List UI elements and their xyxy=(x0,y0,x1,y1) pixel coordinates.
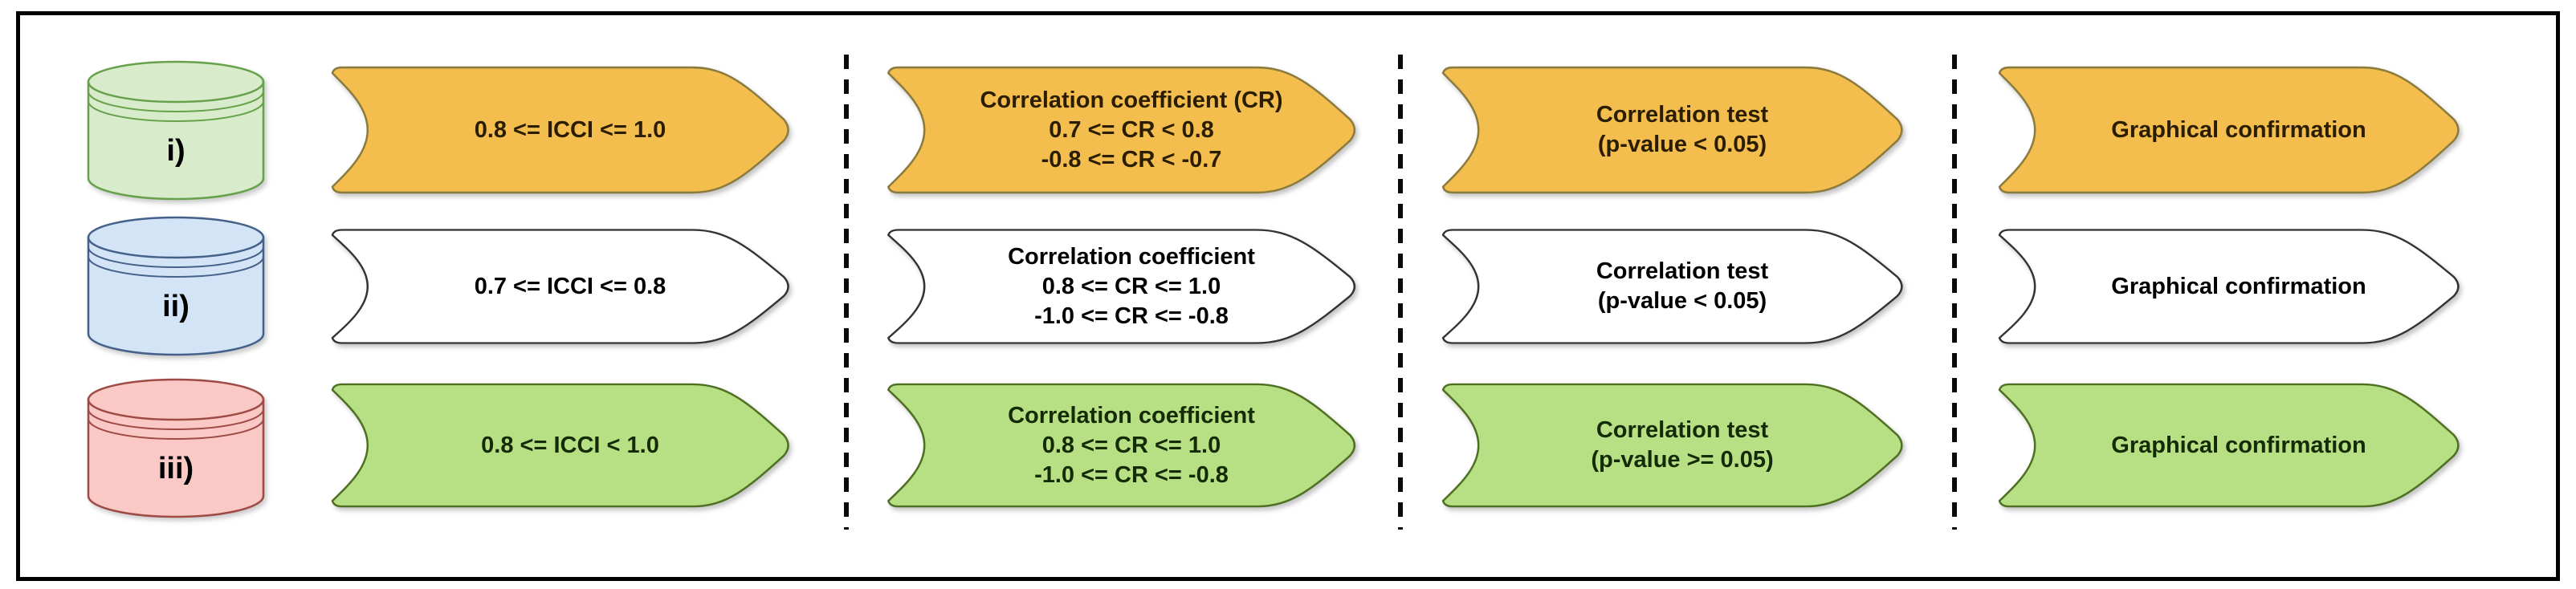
step-label-line: -1.0 <= CR <= -0.8 xyxy=(1034,461,1229,488)
chevron-arrow-shape xyxy=(887,383,1356,508)
database-cylinder-i: i) xyxy=(84,58,268,202)
step-label-line: -1.0 <= CR <= -0.8 xyxy=(1034,303,1229,329)
flow-step-correlation-test-ii: Correlation test (p-value < 0.05) xyxy=(1429,225,1928,347)
chevron-arrow-shape xyxy=(331,383,789,508)
step-label: Correlation coefficient 0.8 <= CR <= 1.0… xyxy=(922,380,1341,511)
chevron-arrow-shape xyxy=(331,229,789,344)
step-label-line: Correlation test xyxy=(1596,258,1769,284)
db-label: ii) xyxy=(162,290,190,324)
step-label-line: Correlation coefficient xyxy=(1008,402,1255,429)
step-label: 0.8 <= ICCI <= 1.0 xyxy=(366,63,774,197)
step-label-line: 0.8 <= CR <= 1.0 xyxy=(1041,432,1221,458)
step-label-line: Graphical confirmation xyxy=(2111,432,2366,458)
step-label-line: Correlation coefficient xyxy=(1008,243,1255,270)
db-label: i) xyxy=(166,134,185,169)
chevron-arrow-shape xyxy=(1441,383,1903,508)
step-label-line: (p-value >= 0.05) xyxy=(1591,447,1774,473)
step-label: Graphical confirmation xyxy=(2033,380,2444,511)
step-label-line: -0.8 <= CR < -0.7 xyxy=(1041,146,1222,173)
step-label-line: (p-value < 0.05) xyxy=(1597,288,1767,314)
flow-step-correlation-test-i: Correlation test (p-value < 0.05) xyxy=(1429,63,1928,197)
column-divider-2 xyxy=(1398,55,1403,530)
step-label: Correlation coefficient (CR) 0.7 <= CR <… xyxy=(922,63,1341,197)
chevron-arrow-shape xyxy=(1441,66,1903,194)
step-label-line: Correlation test xyxy=(1596,417,1769,443)
step-label: Graphical confirmation xyxy=(2033,225,2444,347)
chevron-arrow-shape xyxy=(1998,66,2460,194)
flow-step-icci-range-i: 0.8 <= ICCI <= 1.0 xyxy=(318,63,814,197)
flow-step-icci-range-ii: 0.7 <= ICCI <= 0.8 xyxy=(318,225,814,347)
column-divider-1 xyxy=(844,55,849,530)
step-label-line: 0.7 <= ICCI <= 0.8 xyxy=(474,273,666,299)
flow-step-graphical-confirmation-iii: Graphical confirmation xyxy=(1985,380,2484,511)
flow-step-graphical-confirmation-i: Graphical confirmation xyxy=(1985,63,2484,197)
flow-step-correlation-coefficient-i: Correlation coefficient (CR) 0.7 <= CR <… xyxy=(874,63,1381,197)
step-label: 0.7 <= ICCI <= 0.8 xyxy=(366,225,774,347)
chevron-arrow-shape xyxy=(1998,383,2460,508)
database-cylinder-ii: ii) xyxy=(84,213,268,358)
flow-step-icci-range-iii: 0.8 <= ICCI < 1.0 xyxy=(318,380,814,511)
step-label-line: Correlation test xyxy=(1596,102,1769,128)
chevron-arrow-shape xyxy=(1441,229,1903,344)
flow-step-graphical-confirmation-ii: Graphical confirmation xyxy=(1985,225,2484,347)
flow-step-correlation-coefficient-ii: Correlation coefficient 0.8 <= CR <= 1.0… xyxy=(874,225,1381,347)
chevron-arrow-shape xyxy=(331,66,789,194)
step-label-line: 0.8 <= ICCI <= 1.0 xyxy=(474,116,666,143)
step-label-line: 0.8 <= CR <= 1.0 xyxy=(1041,273,1221,299)
step-label: 0.8 <= ICCI < 1.0 xyxy=(366,380,774,511)
step-label: Correlation test (p-value < 0.05) xyxy=(1477,225,1888,347)
chevron-arrow-shape xyxy=(887,229,1356,344)
step-label-line: (p-value < 0.05) xyxy=(1597,132,1767,157)
database-cylinder-iii: iii) xyxy=(84,376,268,520)
step-label: Correlation test (p-value < 0.05) xyxy=(1477,63,1888,197)
chevron-arrow-shape xyxy=(1998,229,2460,344)
step-label-line: 0.8 <= ICCI < 1.0 xyxy=(481,432,659,458)
cylinder-icon xyxy=(87,60,265,201)
step-label: Correlation coefficient 0.8 <= CR <= 1.0… xyxy=(922,225,1341,347)
step-label: Graphical confirmation xyxy=(2033,63,2444,197)
flow-step-correlation-test-iii: Correlation test (p-value >= 0.05) xyxy=(1429,380,1928,511)
step-label-line: Correlation coefficient (CR) xyxy=(980,87,1283,113)
step-label-line: Graphical confirmation xyxy=(2111,116,2366,143)
step-label: Correlation test (p-value >= 0.05) xyxy=(1477,380,1888,511)
step-label-line: 0.7 <= CR < 0.8 xyxy=(1049,116,1214,143)
cylinder-icon xyxy=(87,216,265,356)
cylinder-icon xyxy=(87,378,265,518)
flow-step-correlation-coefficient-iii: Correlation coefficient 0.8 <= CR <= 1.0… xyxy=(874,380,1381,511)
column-divider-3 xyxy=(1952,55,1957,530)
db-label: iii) xyxy=(157,452,194,486)
step-label-line: Graphical confirmation xyxy=(2111,273,2366,299)
chevron-arrow-shape xyxy=(887,66,1356,194)
